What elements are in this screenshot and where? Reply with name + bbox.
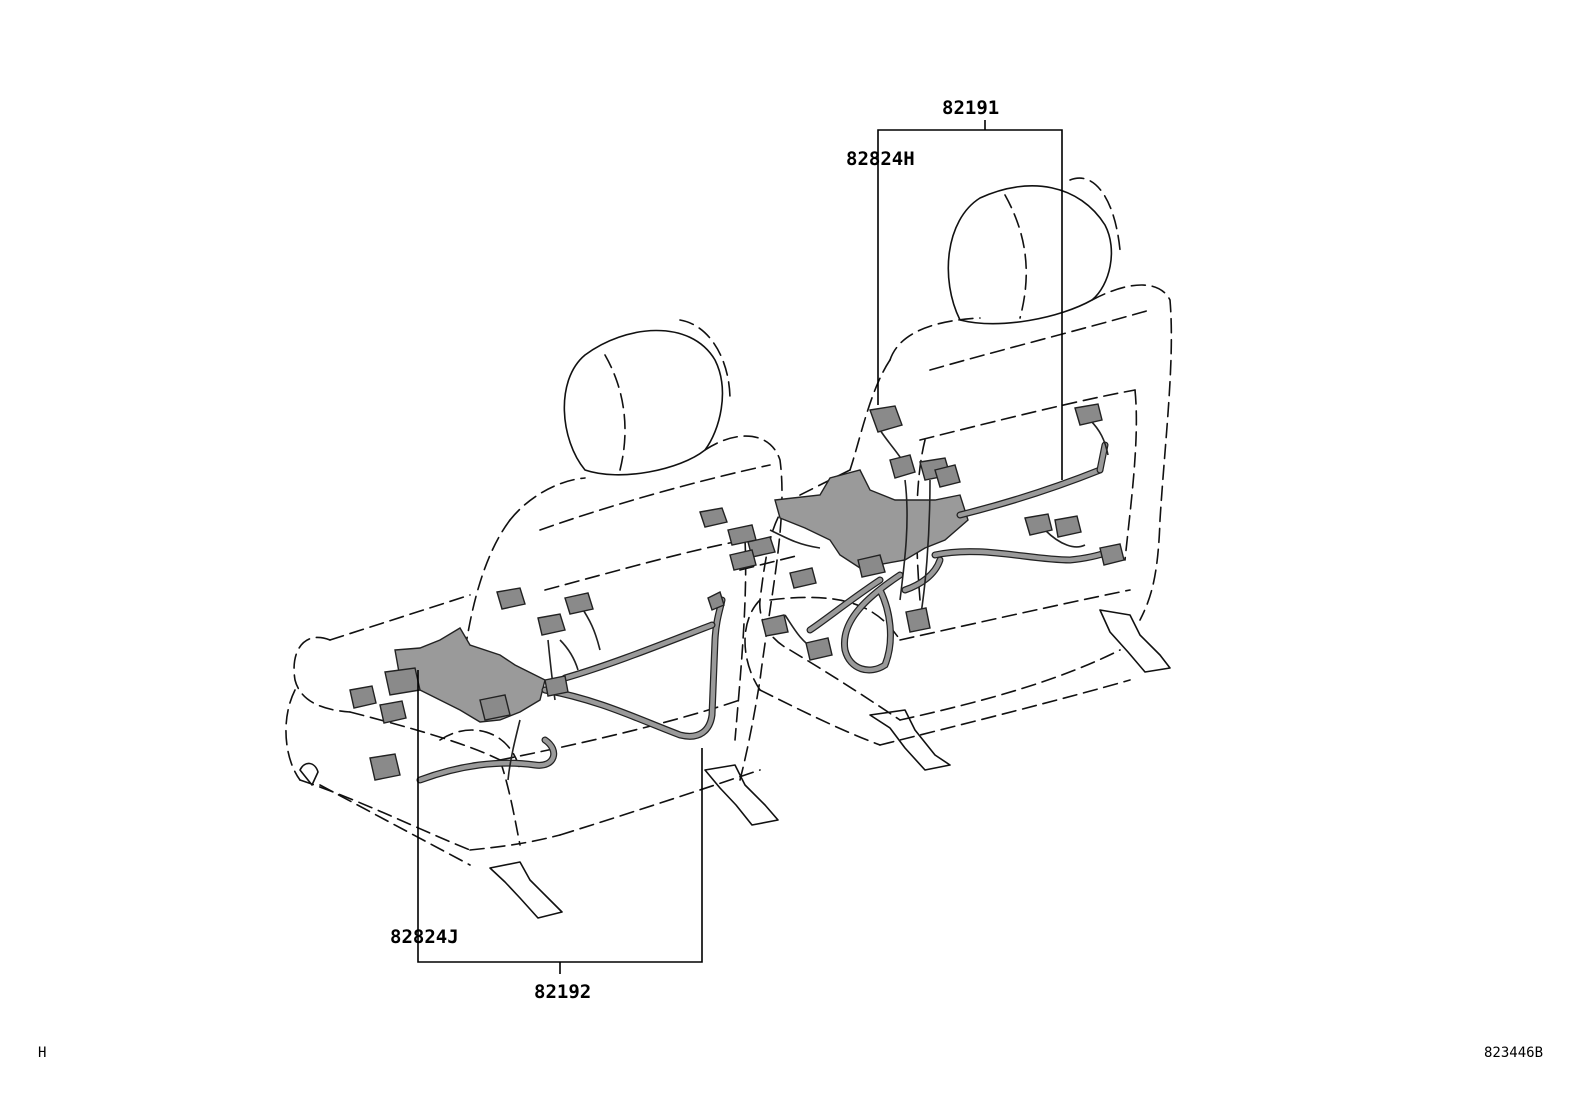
corner-code-left: H xyxy=(38,1045,47,1061)
part-number-82191: 82191 xyxy=(942,97,1000,119)
harness-82191-drawing xyxy=(699,403,1125,674)
part-number-82824H: 82824H xyxy=(846,148,915,170)
part-number-82824J: 82824J xyxy=(390,926,459,948)
leader-lines xyxy=(417,120,1063,974)
harness-82192-drawing xyxy=(349,587,726,784)
part-number-82192: 82192 xyxy=(534,981,592,1003)
illustration-number: 823446B xyxy=(1484,1045,1544,1061)
left-seat-outline xyxy=(285,319,783,919)
right-seat-outline xyxy=(739,177,1173,771)
